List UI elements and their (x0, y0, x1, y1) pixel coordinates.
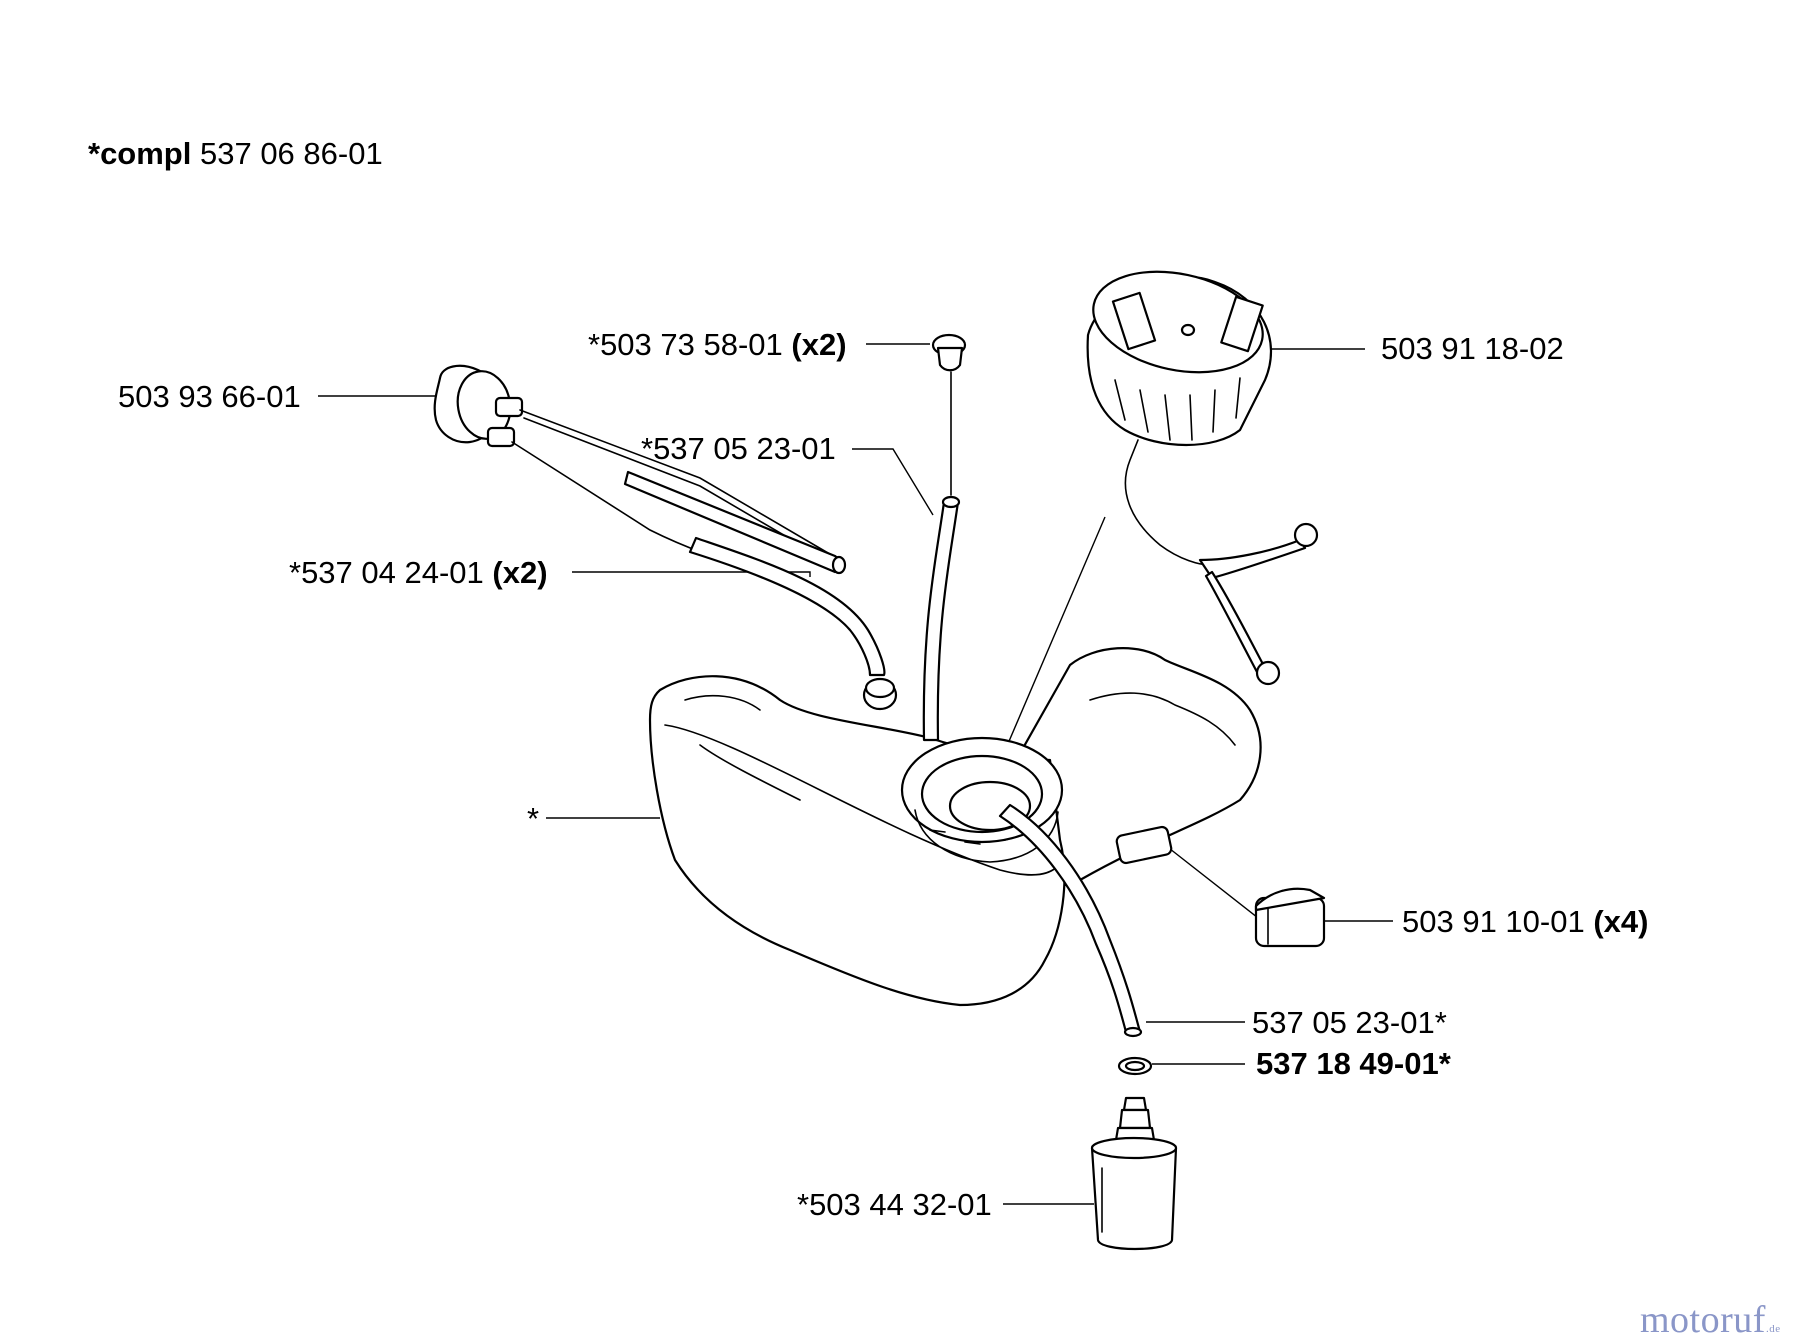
primer-bulb (433, 364, 524, 448)
assembly-header: *compl 537 06 86-01 (88, 138, 383, 169)
hose-upper (922, 495, 961, 742)
label-tank: * (527, 803, 539, 834)
label-hose-pair: *537 04 24-01 (x2) (289, 557, 548, 588)
grommet-lower (862, 677, 898, 711)
label-hose-upper: *537 05 23-01 (641, 433, 836, 464)
fuel-cap (1086, 270, 1273, 447)
o-ring (1117, 1056, 1153, 1076)
label-fuel-cap-number: 503 91 18-02 (1381, 331, 1564, 366)
hose-lower (998, 803, 1143, 1038)
label-hose-pair-number: *537 04 24-01 (289, 555, 484, 590)
label-tank-text: * (527, 801, 540, 836)
assembly-header-prefix: *compl (88, 136, 192, 171)
label-grommet-top-number: *503 73 58-01 (588, 327, 783, 362)
label-hose-lower-number: 537 05 23-01* (1252, 1005, 1447, 1040)
label-grommet-top: *503 73 58-01 (x2) (588, 329, 847, 360)
label-fuel-filter-number: *503 44 32-01 (797, 1187, 992, 1222)
tank-mount-small (1115, 825, 1173, 865)
watermark-logo: motoruf.de (1640, 1298, 1781, 1342)
label-grommet-top-qty: (x2) (791, 327, 847, 362)
label-primer-bulb: 503 93 66-01 (118, 381, 301, 412)
rubber-mount (1254, 887, 1326, 948)
grommet-top (931, 333, 967, 496)
label-rubber-mount: 503 91 10-01 (x4) (1402, 906, 1648, 937)
cap-retainer (1124, 439, 1319, 686)
label-o-ring-number: 537 18 49-01* (1256, 1046, 1451, 1081)
label-hose-upper-number: *537 05 23-01 (641, 431, 836, 466)
label-primer-bulb-number: 503 93 66-01 (118, 379, 301, 414)
label-hose-pair-qty: (x2) (492, 555, 548, 590)
leader-hose-upper (852, 448, 934, 516)
label-hose-lower: 537 05 23-01* (1252, 1007, 1447, 1038)
label-fuel-cap: 503 91 18-02 (1381, 333, 1564, 364)
fuel-filter (1090, 1096, 1178, 1251)
label-fuel-filter: *503 44 32-01 (797, 1189, 992, 1220)
primer-hoses (511, 409, 886, 677)
label-o-ring: 537 18 49-01* (1256, 1048, 1451, 1079)
watermark-suffix: .de (1765, 1323, 1781, 1335)
label-rubber-mount-number: 503 91 10-01 (1402, 904, 1585, 939)
watermark-text: motoruf (1640, 1299, 1766, 1341)
leader-hose-pair (572, 571, 811, 577)
assembly-header-number: 537 06 86-01 (199, 136, 383, 171)
label-rubber-mount-qty: (x4) (1593, 904, 1649, 939)
